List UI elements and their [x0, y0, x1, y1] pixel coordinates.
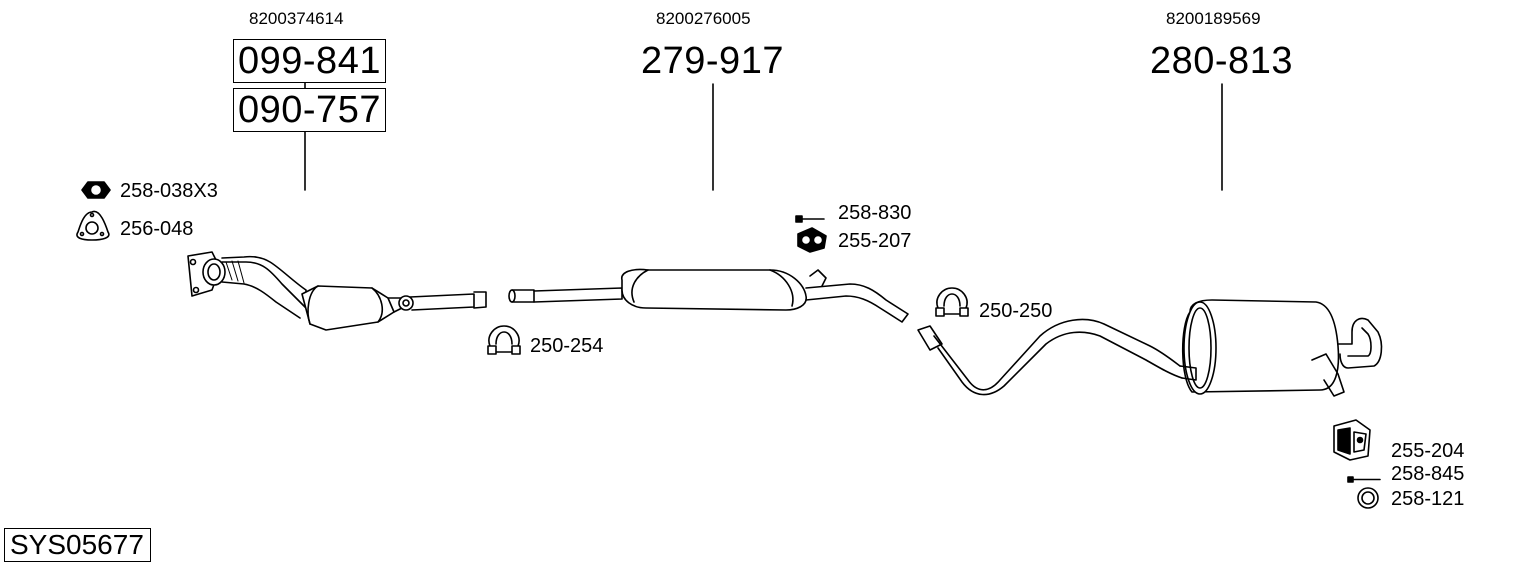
oem-number-center: 8200276005: [656, 9, 751, 28]
bolt-rear-label[interactable]: 258-845: [1391, 463, 1465, 485]
rubber-mount-rear-label[interactable]: 255-204: [1391, 440, 1465, 462]
oem-number-rear: 8200189569: [1166, 9, 1261, 28]
clamp-rear-icon: [935, 287, 969, 317]
clamp-rear-label[interactable]: 250-250: [979, 300, 1053, 322]
bolt-mid-label[interactable]: 258-830: [838, 202, 912, 224]
rubber-mount-rear-icon: [1333, 419, 1371, 461]
oem-number-front: 8200374614: [249, 9, 344, 28]
ring-rear-icon: [1357, 487, 1379, 509]
rear-pipe-rear-silencer: [917, 299, 1383, 397]
nut-label[interactable]: 258-038X3: [120, 180, 218, 202]
gasket-icon: [76, 210, 110, 241]
part-number-279-917[interactable]: 279-917: [641, 40, 784, 82]
front-pipe-catalyst: [187, 251, 487, 331]
part-number-099-841[interactable]: 099-841: [233, 39, 386, 83]
clamp-front-icon: [487, 325, 521, 355]
bolt-mid-icon: [795, 215, 825, 223]
rubber-mount-mid-label[interactable]: 255-207: [838, 230, 912, 252]
center-pipe-middle-silencer: [508, 268, 909, 323]
system-code: SYS05677: [4, 528, 151, 562]
ring-rear-label[interactable]: 258-121: [1391, 488, 1465, 510]
nut-icon: [81, 181, 111, 199]
rubber-mount-mid-icon: [797, 227, 827, 253]
clamp-front-label[interactable]: 250-254: [530, 335, 604, 357]
part-number-090-757[interactable]: 090-757: [233, 88, 386, 132]
gasket-label[interactable]: 256-048: [120, 218, 194, 240]
part-number-280-813[interactable]: 280-813: [1150, 40, 1293, 82]
bolt-rear-icon: [1347, 476, 1381, 483]
